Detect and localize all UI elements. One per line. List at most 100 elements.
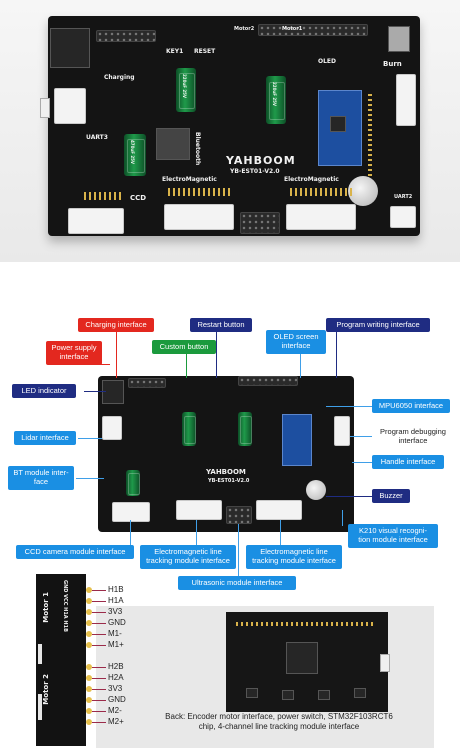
diagram-model: YB-EST01-V2.0 [208,478,250,484]
silk-oled: OLED [318,58,337,65]
diagram-ultrasonic-connector [226,506,252,524]
silk-em-left: ElectroMagnetic [162,176,217,183]
silk-cap-220-mid: 220uF 25V [182,74,187,98]
strip-notch [38,644,42,664]
capacitor-220-right [266,76,286,124]
line-bt [76,478,104,479]
pin-line-m2-pos [92,722,106,723]
strip-label-motor2: Motor 2 [42,674,50,705]
pin-dot-gnd-b [86,697,92,703]
pin-gnd-a: GND [108,618,126,627]
callout-custom-button: Custom button [152,340,216,354]
callout-charging-interface: Charging interface [78,318,154,332]
callout-ccd-camera: CCD camera module interface [16,545,134,559]
callout-k210: K210 visual recogni- tion module interfa… [348,524,438,548]
back-pcb [226,612,390,712]
pin-3v3-b: 3V3 [108,684,123,693]
diagram-capacitor-left [126,470,140,496]
silk-em-right: ElectroMagnetic [284,176,339,183]
connector-lidar [54,88,86,124]
callout-restart-button: Restart button [190,318,252,332]
pin-dot-m2-neg [86,708,92,714]
pin-h2b: H2B [108,662,124,671]
callout-power-supply: Power supply interface [46,341,102,365]
pin-line-m1-pos [92,645,106,646]
back-caption: Back: Encoder motor interface, power swi… [165,712,393,732]
pin-row-right [368,94,372,194]
line-charging [116,332,117,378]
pin-m1-neg: M1- [108,629,122,638]
silk-uart3: UART3 [86,134,108,141]
line-em-right [280,520,281,546]
callout-mpu6050: MPU6050 interface [372,399,450,413]
pin-line-h2a [92,678,106,679]
pin-row-ccd [84,192,124,200]
line-lidar [78,438,102,439]
connector-em-right [286,204,356,230]
callout-oled-screen: OLED screen interface [266,330,326,354]
pcb-board-annotated: YAHBOOM YB-EST01-V2.0 [98,376,354,532]
pin-dot-h1b [86,587,92,593]
line-oled [300,354,301,378]
silk-ccd: CCD [130,194,147,202]
diagram-power-jack [102,380,124,404]
back-sensor-2 [282,690,294,700]
pin-gnd-b: GND [108,695,126,704]
silk-key1: KEY1 [166,48,184,55]
pin-h1b: H1B [108,585,124,594]
diagram-ccd-connector [112,502,150,522]
line-debug [350,436,372,437]
diagram-header-top [128,378,166,388]
pin-row-em-right [290,188,354,196]
connector-k210 [390,206,416,228]
diagram-buzzer [306,480,326,500]
pin-dot-m2-pos [86,719,92,725]
silk-motor1: Motor1 [282,26,303,32]
capacitor-470 [124,134,146,176]
strip-header-motor1: GND VCC H1A H1B [62,580,68,632]
pin-dot-3v3-b [86,686,92,692]
callout-program-writing: Program writing interface [326,318,430,332]
line-k210 [342,510,343,526]
callout-led-indicator: LED indicator [12,384,76,398]
pin-line-h2b [92,667,106,668]
connector-em-left [164,204,234,230]
pin-h2a: H2A [108,673,124,682]
mpu6050-module [318,90,362,166]
pin-line-h1b [92,590,106,591]
board-model: YB-EST01-V2.0 [230,168,280,175]
callout-bt-module: BT module inter- face [8,466,74,490]
diagram-mpu-module [282,414,312,466]
callout-program-debugging: Program debugging interface [380,427,446,445]
stm32-chip [286,642,318,674]
encoder-strip: GND VCC H1A H1B Motor 1 Motor 2 [36,574,86,746]
pin-dot-m1-neg [86,631,92,637]
silk-charging: Charging [104,74,135,81]
pin-line-3v3-a [92,612,106,613]
pin-line-h1a [92,601,106,602]
connector-ccd [68,208,124,234]
silk-uart2: UART2 [394,194,413,200]
pin-line-m1-neg [92,634,106,635]
pin-dot-gnd-a [86,620,92,626]
diagram-em-right-connector [256,500,302,520]
line-ccd [130,520,131,546]
line-handle [352,462,372,463]
silk-burn: Burn [383,60,402,68]
strip-label-motor1: Motor 1 [42,592,50,623]
pin-dot-h2a [86,675,92,681]
back-power-switch [380,654,390,672]
line-restart [216,332,217,378]
diagram-brand: YAHBOOM [206,468,246,476]
pin-h1a: H1A [108,596,124,605]
diagram-lidar-connector [102,416,122,440]
pin-line-3v3-b [92,689,106,690]
silk-reset: RESET [194,48,216,55]
diagram-header-oled [238,376,298,386]
diagram-debug-connector [334,416,350,446]
line-ultrasonic [238,524,239,576]
back-sensor-1 [246,688,258,698]
board-brand: YAHBOOM [226,154,296,167]
back-sensor-4 [354,688,366,698]
line-program-writing [336,332,337,378]
